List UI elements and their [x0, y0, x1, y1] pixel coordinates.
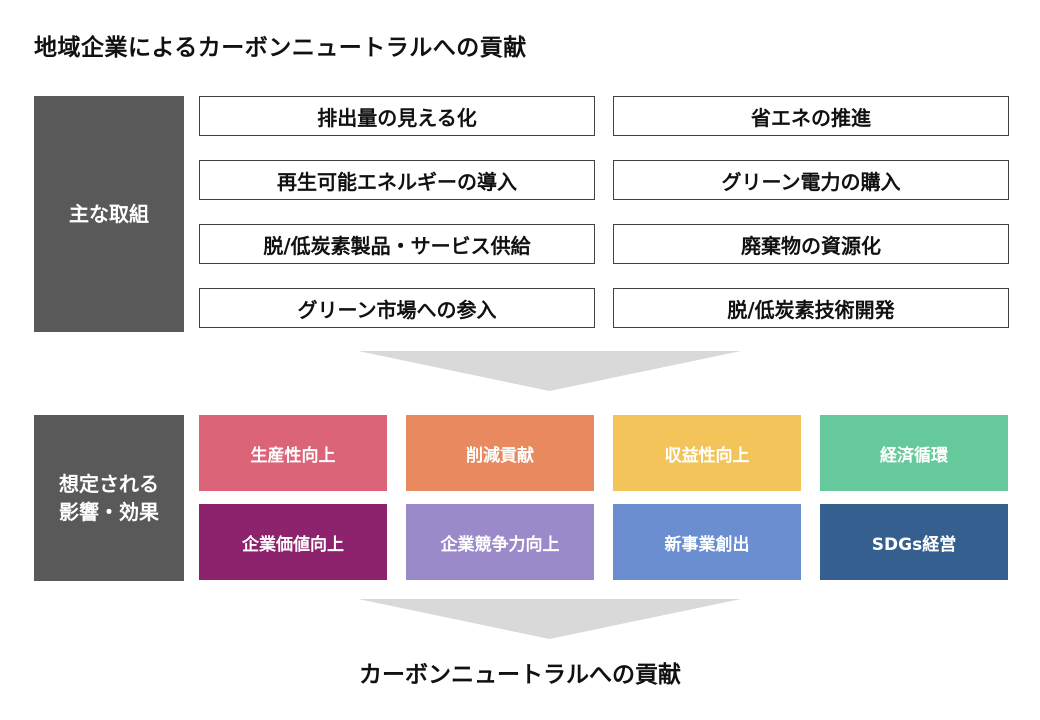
conclusion-text: カーボンニュートラルへの貢献	[359, 662, 681, 688]
effect-tile: 新事業創出	[613, 504, 801, 580]
effects-label-line1: 想定される	[59, 472, 159, 496]
initiative-box: グリーン電力の購入	[613, 160, 1009, 200]
initiative-box: 排出量の見える化	[199, 96, 595, 136]
effect-tile: SDGs経営	[820, 504, 1008, 580]
down-arrow-shape	[358, 599, 741, 639]
initiatives-label: 主な取組	[34, 96, 184, 332]
initiative-box: 脱/低炭素製品・サービス供給	[199, 224, 595, 264]
effect-tile: 削減貢献	[406, 415, 594, 491]
effect-tile: 経済循環	[820, 415, 1008, 491]
effect-tile: 収益性向上	[613, 415, 801, 491]
down-arrow-shape	[358, 351, 741, 391]
effects-label-line2: 影響・効果	[59, 500, 159, 524]
initiative-box: グリーン市場への参入	[199, 288, 595, 328]
initiative-box: 再生可能エネルギーの導入	[199, 160, 595, 200]
effect-tile: 生産性向上	[199, 415, 387, 491]
page-title: 地域企業によるカーボンニュートラルへの貢献	[34, 35, 527, 61]
effect-tile: 企業価値向上	[199, 504, 387, 580]
initiative-box: 省エネの推進	[613, 96, 1009, 136]
effect-tile: 企業競争力向上	[406, 504, 594, 580]
effects-label: 想定される 影響・効果	[34, 415, 184, 581]
initiative-box: 廃棄物の資源化	[613, 224, 1009, 264]
initiative-box: 脱/低炭素技術開発	[613, 288, 1009, 328]
